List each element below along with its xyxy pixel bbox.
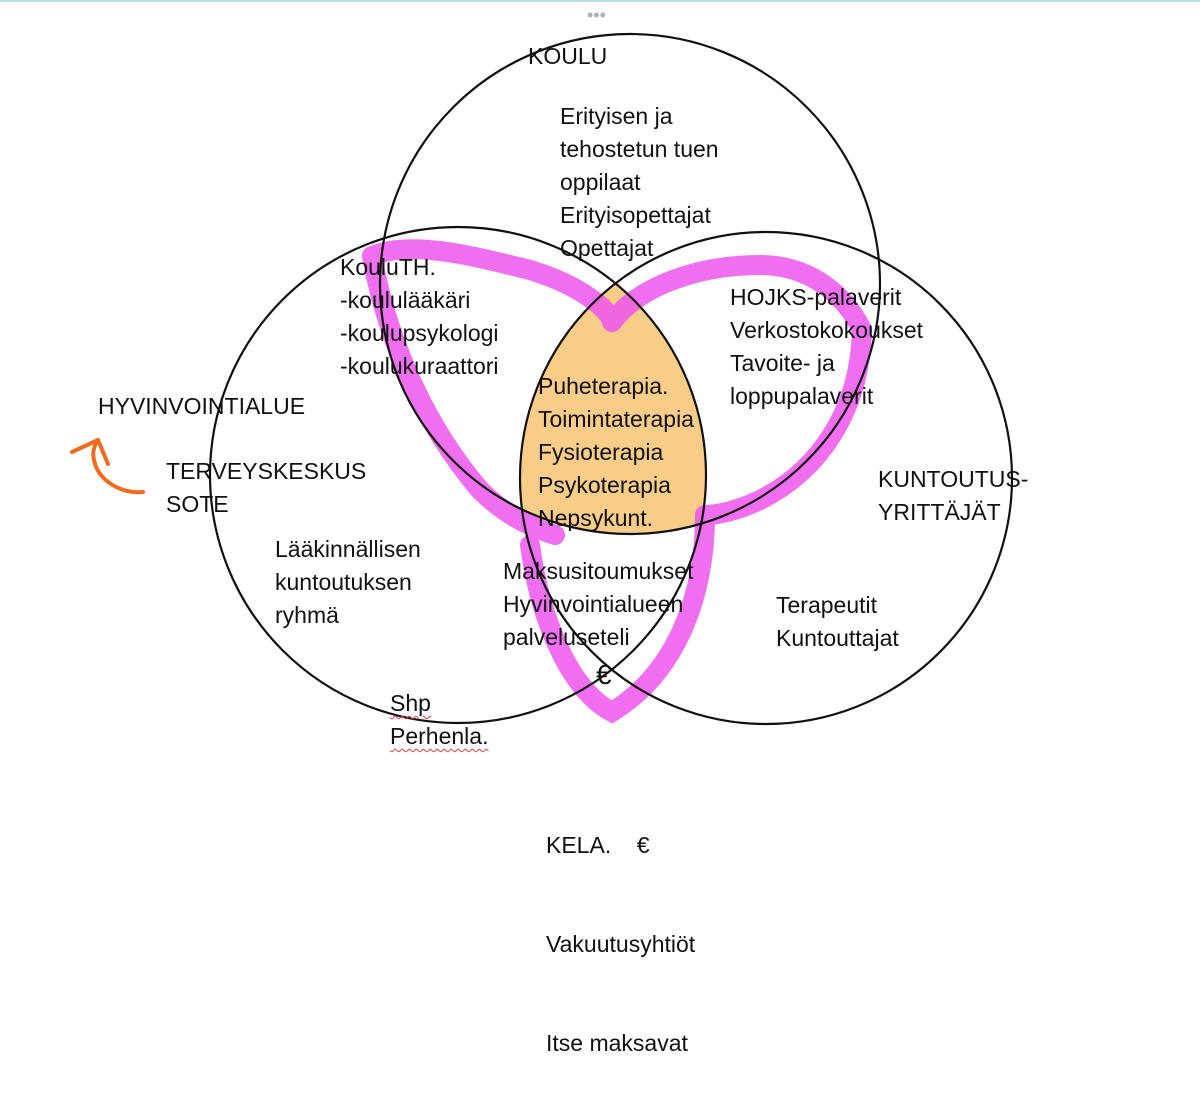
- maksu-line: Hyvinvointialueen: [503, 591, 684, 617]
- hojks-line: HOJKS-palaverit: [730, 284, 902, 310]
- terveyskeskus-line: SOTE: [166, 491, 229, 517]
- curved-arrow-icon: [70, 438, 145, 495]
- hojks-line: Tavoite- ja: [730, 350, 835, 376]
- shp-line: Shp: [390, 690, 431, 716]
- koulu-line: Erityisopettajat: [560, 202, 711, 228]
- terveyskeskus-line: TERVEYSKESKUS: [166, 458, 367, 484]
- kouluth-line: KouluTH.: [340, 254, 436, 280]
- terveyskeskus-group: TERVEYSKESKUS SOTE: [166, 455, 366, 521]
- kouluth-group: KouluTH. -koululääkäri -koulupsykologi -…: [340, 251, 499, 383]
- laakinnallinen-line: kuntoutuksen: [275, 569, 412, 595]
- highlight-arc-bottom: [520, 505, 715, 724]
- center-therapies: Puheterapia. Toimintaterapia Fysioterapi…: [538, 370, 694, 535]
- koulu-title: KOULU: [528, 43, 608, 69]
- shp-group: Shp Perhenla.: [390, 687, 488, 753]
- kouluth-line: -koululääkäri: [340, 287, 471, 313]
- highlight-arc-top-left: [362, 239, 622, 332]
- maksu-line: Maksusitoumukset: [503, 558, 694, 584]
- therapy-line: Fysioterapia: [538, 439, 664, 465]
- center-overlap-fill: [520, 232, 706, 534]
- magenta-highlight: [362, 239, 872, 724]
- koulu-group: Erityisen ja tehostetun tuen oppilaat Er…: [560, 100, 719, 265]
- maksu-line: palveluseteli: [503, 624, 630, 650]
- venn-diagram: [70, 32, 1014, 726]
- euro-symbol: €: [596, 659, 612, 690]
- highlight-arc-top-right: [602, 254, 872, 340]
- highlight-arc-left: [362, 246, 565, 545]
- therapy-line: Nepsykunt.: [538, 505, 654, 531]
- koulu-line: tehostetun tuen: [560, 136, 719, 162]
- koulu-line: oppilaat: [560, 169, 641, 195]
- top-border: [0, 0, 1200, 2]
- kuntoutus-title: KUNTOUTUS- YRITTÄJÄT: [878, 463, 1028, 529]
- kela-line: Vakuutusyhtiöt: [546, 931, 696, 957]
- circle-kuntoutusyrittajat: [518, 230, 1014, 726]
- kouluth-line: -koulukuraattori: [340, 353, 499, 379]
- hyvinvointialue-title: HYVINVOINTIALUE: [98, 393, 306, 419]
- koulu-line: Opettajat: [560, 235, 654, 261]
- more-options-icon[interactable]: •••: [587, 5, 606, 25]
- kela-line: KELA. €: [546, 832, 650, 858]
- laakinnallinen-line: ryhmä: [275, 602, 339, 628]
- laakinnallinen-group: Lääkinnällisen kuntoutuksen ryhmä: [275, 533, 421, 632]
- terapeutit-line: Terapeutit: [776, 592, 878, 618]
- kouluth-line: -koulupsykologi: [340, 320, 499, 346]
- kela-group: KELA. € Vakuutusyhtiöt Itse maksavat: [546, 763, 695, 1093]
- hojks-group: HOJKS-palaverit Verkostokokoukset Tavoit…: [730, 281, 923, 413]
- therapy-line: Puheterapia.: [538, 373, 669, 399]
- shp-line: Perhenla.: [390, 723, 489, 749]
- kuntoutus-line: YRITTÄJÄT: [878, 499, 1001, 525]
- maksusitoumukset-group: Maksusitoumukset Hyvinvointialueen palve…: [503, 555, 693, 654]
- kela-line: Itse maksavat: [546, 1030, 688, 1056]
- hojks-line: loppupalaverit: [730, 383, 874, 409]
- laakinnallinen-line: Lääkinnällisen: [275, 536, 421, 562]
- terapeutit-group: Terapeutit Kuntouttajat: [776, 589, 899, 655]
- highlight-arc-right: [695, 320, 872, 525]
- hojks-line: Verkostokokoukset: [730, 317, 924, 343]
- circle-hyvinvointialue: [208, 225, 708, 725]
- therapy-line: Psykoterapia: [538, 472, 671, 498]
- terapeutit-line: Kuntouttajat: [776, 625, 899, 651]
- therapy-line: Toimintaterapia: [538, 406, 694, 432]
- kuntoutus-line: KUNTOUTUS-: [878, 466, 1029, 492]
- circle-koulu: [378, 32, 882, 536]
- koulu-line: Erityisen ja: [560, 103, 673, 129]
